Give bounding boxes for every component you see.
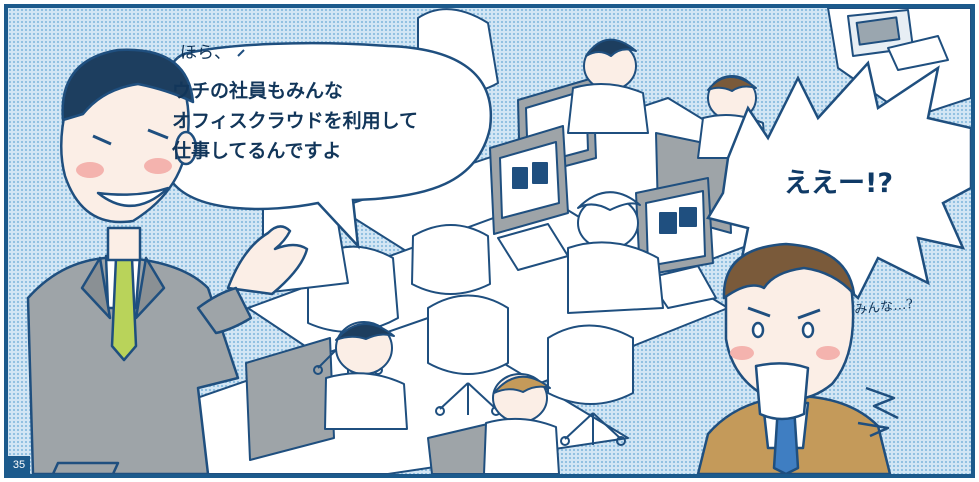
speech-line-3: 仕事してるんですよ bbox=[172, 140, 342, 162]
worker-bottom-left bbox=[324, 321, 408, 430]
keyboards bbox=[497, 35, 949, 309]
customer-right bbox=[696, 242, 899, 474]
monitor-5 bbox=[245, 337, 335, 461]
exclamation-text: ええー!? bbox=[784, 168, 893, 199]
speech-line-1: ウチの社員もみんな bbox=[172, 80, 344, 102]
aside-hora-text: ほら、 bbox=[180, 43, 231, 63]
hair bbox=[61, 48, 195, 122]
comic-panel: ほら、 ウチの社員もみんな オフィスクラウドを利用して 仕事してるんですよ ええ… bbox=[4, 4, 975, 478]
page-number: 35 bbox=[8, 456, 30, 474]
worker-bottom-center bbox=[483, 373, 560, 474]
background-office-scene bbox=[167, 8, 971, 474]
hair bbox=[722, 242, 856, 300]
worker-top-center bbox=[567, 38, 649, 134]
monitor-4 bbox=[635, 177, 714, 277]
tie bbox=[110, 256, 138, 362]
office-illustration bbox=[26, 8, 971, 474]
raised-hand bbox=[226, 225, 309, 296]
speech-bubble-main: ウチの社員もみんな オフィスクラウドを利用して 仕事してるんですよ bbox=[172, 76, 418, 166]
monitor-2 bbox=[489, 125, 569, 235]
speech-line-2: オフィスクラウドを利用して bbox=[172, 110, 419, 132]
salesman-left bbox=[26, 48, 309, 474]
worker-middle-back bbox=[567, 191, 664, 314]
